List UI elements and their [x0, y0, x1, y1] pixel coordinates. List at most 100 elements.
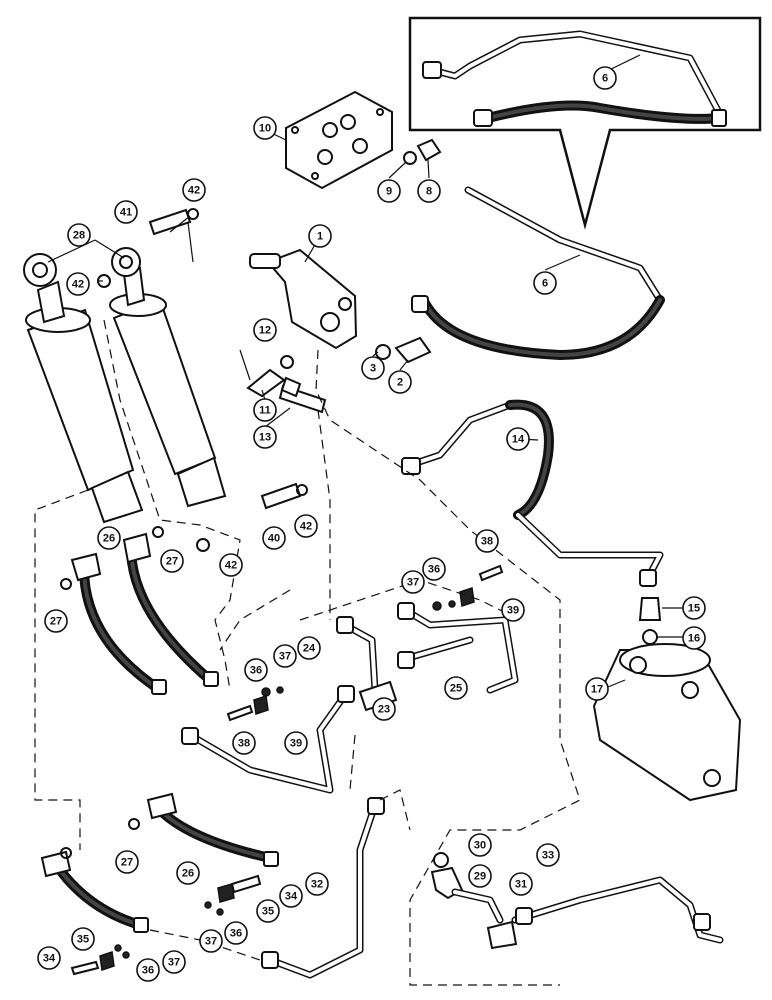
callout-circle — [97, 526, 121, 550]
callout-number: 13 — [259, 432, 271, 444]
hydraulic-cylinders — [23, 247, 227, 524]
callout-c37c: 37 — [199, 929, 223, 953]
callout-number: 33 — [542, 850, 554, 862]
callout-number: 37 — [407, 577, 419, 589]
callout-c31: 31 — [509, 872, 533, 896]
callout-number: 17 — [591, 684, 603, 696]
callout-number: 6 — [602, 73, 608, 85]
callout-circle — [682, 596, 706, 620]
callout-circle — [372, 697, 396, 721]
callout-number: 34 — [285, 891, 298, 903]
callout-circle — [468, 833, 492, 857]
callout-c42a: 42 — [182, 178, 206, 202]
callout-number: 42 — [300, 521, 312, 533]
callout-circle — [37, 946, 61, 970]
callout-circle — [256, 899, 280, 923]
callout-number: 2 — [397, 377, 403, 389]
callout-number: 32 — [311, 879, 323, 891]
callout-circle — [114, 200, 138, 224]
callout-c24: 24 — [297, 636, 321, 660]
callout-circle — [279, 884, 303, 908]
mounting-plate — [285, 90, 393, 190]
callout-number: 42 — [225, 560, 237, 572]
callout-circle — [162, 950, 186, 974]
callout-number: 27 — [166, 556, 178, 568]
callout-number: 40 — [268, 533, 280, 545]
callout-circle — [682, 626, 706, 650]
callout-c16: 16 — [682, 626, 706, 650]
callout-circle — [308, 224, 332, 248]
callout-circle — [115, 850, 139, 874]
callout-number: 26 — [182, 868, 194, 880]
callout-circle — [71, 927, 95, 951]
callout-c40: 40 — [262, 526, 286, 550]
callout-circle — [509, 872, 533, 896]
callout-c39a: 39 — [284, 731, 308, 755]
callout-circle — [585, 677, 609, 701]
callout-circle — [593, 66, 617, 90]
callout-c34a: 34 — [279, 884, 303, 908]
callout-c11: 11 — [253, 398, 277, 422]
callout-number: 3 — [370, 363, 376, 375]
callout-c35b: 35 — [71, 927, 95, 951]
callout-circle — [444, 676, 468, 700]
callout-c39b: 39 — [501, 598, 525, 622]
callout-number: 12 — [259, 325, 271, 337]
callout-c23: 23 — [372, 697, 396, 721]
callout-number: 9 — [386, 186, 392, 198]
callout-number: 37 — [168, 957, 180, 969]
callout-number: 30 — [474, 840, 486, 852]
callout-circle — [468, 864, 492, 888]
callout-c26b: 26 — [176, 861, 200, 885]
callout-circle — [219, 553, 243, 577]
callout-number: 39 — [290, 738, 302, 750]
callout-c6b: 6 — [533, 271, 557, 295]
callout-c13: 13 — [253, 425, 277, 449]
callout-number: 35 — [262, 906, 274, 918]
callout-c12: 12 — [253, 318, 277, 342]
callout-circle — [475, 529, 499, 553]
control-valve — [249, 248, 358, 350]
callout-number: 38 — [238, 738, 250, 750]
callout-number: 42 — [188, 185, 200, 197]
callout-c26a: 26 — [97, 526, 121, 550]
callout-c34b: 34 — [37, 946, 61, 970]
callout-circle — [388, 370, 412, 394]
callout-circle — [262, 526, 286, 550]
callout-number: 38 — [481, 536, 493, 548]
callout-number: 42 — [72, 279, 84, 291]
callout-c42b: 42 — [66, 272, 90, 296]
callout-c37b: 37 — [401, 570, 425, 594]
callout-number: 36 — [250, 665, 262, 677]
callout-c36c: 36 — [224, 921, 248, 945]
callout-c27c: 27 — [115, 850, 139, 874]
callout-number: 36 — [428, 564, 440, 576]
callout-circle — [506, 427, 530, 451]
callout-circle — [199, 929, 223, 953]
callout-c15: 15 — [682, 596, 706, 620]
callout-number: 26 — [103, 533, 115, 545]
callout-c42c: 42 — [294, 514, 318, 538]
callout-circle — [361, 356, 385, 380]
callout-number: 28 — [73, 230, 85, 242]
callout-c28: 28 — [67, 223, 91, 247]
callout-number: 39 — [507, 605, 519, 617]
callout-c33: 33 — [536, 843, 560, 867]
callout-c6a: 6 — [593, 66, 617, 90]
callout-number: 16 — [688, 633, 700, 645]
callout-c41: 41 — [114, 200, 138, 224]
callout-number: 34 — [43, 953, 56, 965]
callout-circle — [401, 570, 425, 594]
callout-number: 37 — [279, 651, 291, 663]
callout-circle — [533, 271, 557, 295]
callout-circle — [536, 843, 560, 867]
callout-number: 27 — [50, 616, 62, 628]
callout-number: 1 — [317, 231, 323, 243]
callout-c38b: 38 — [232, 731, 256, 755]
callout-c37d: 37 — [162, 950, 186, 974]
callout-circle — [253, 116, 277, 140]
callout-circle — [253, 398, 277, 422]
callout-number: 11 — [259, 405, 271, 417]
